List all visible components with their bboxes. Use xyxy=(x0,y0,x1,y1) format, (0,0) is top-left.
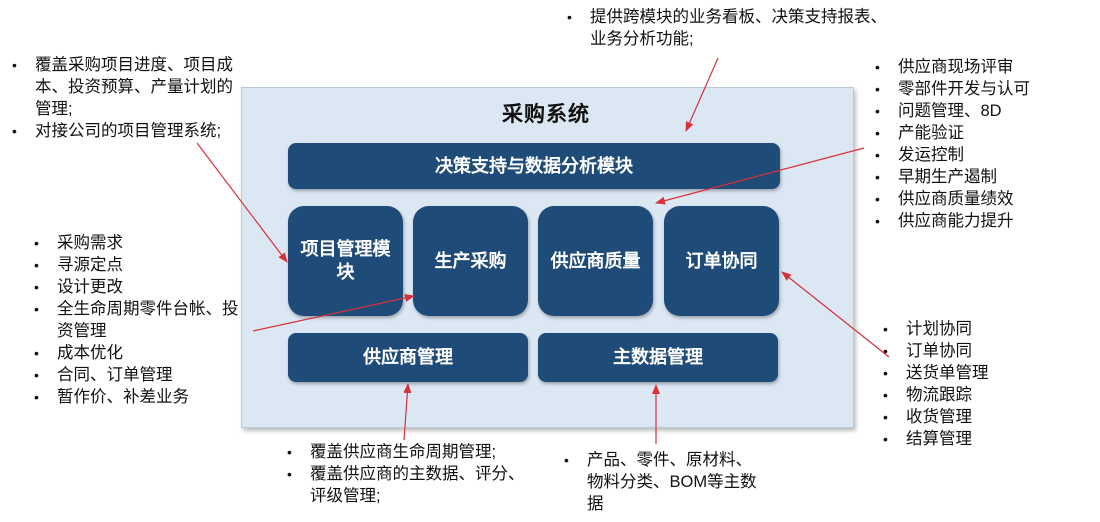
note-item: 覆盖供应商生命周期管理; xyxy=(283,441,533,463)
note-master-data: 产品、零件、原材料、物料分类、BOM等主数据 xyxy=(560,449,760,515)
supplier-management-module: 供应商管理 xyxy=(288,333,528,382)
note-order: 计划协同 订单协同 送货单管理 物流跟踪 收货管理 结算管理 xyxy=(879,318,1039,450)
arrow-to-supplier-management xyxy=(403,383,412,441)
note-item: 送货单管理 xyxy=(879,362,1039,384)
system-title: 采购系统 xyxy=(502,103,590,126)
note-decision: 提供跨模块的业务看板、决策支持报表、业务分析功能; xyxy=(563,6,903,50)
note-item: 物流跟踪 xyxy=(879,384,1039,406)
decision-support-module: 决策支持与数据分析模块 xyxy=(288,143,780,189)
note-item: 产能验证 xyxy=(871,122,1091,144)
arrow-to-order-module xyxy=(781,271,890,358)
note-item: 供应商能力提升 xyxy=(871,210,1091,232)
arrow-to-project-module xyxy=(196,142,288,263)
note-item: 全生命周期零件台帐、投资管理 xyxy=(30,298,245,342)
note-item: 供应商质量绩效 xyxy=(871,188,1091,210)
note-project: 覆盖采购项目进度、项目成本、投资预算、产量计划的管理; 对接公司的项目管理系统; xyxy=(8,54,238,142)
arrow-to-production-module xyxy=(252,294,415,332)
note-quality: 供应商现场评审 零部件开发与认可 问题管理、8D 产能验证 发运控制 早期生产遏… xyxy=(871,56,1091,232)
note-item: 计划协同 xyxy=(879,318,1039,340)
project-management-module: 项目管理模块 xyxy=(288,206,403,316)
note-item: 发运控制 xyxy=(871,144,1091,166)
note-item: 设计更改 xyxy=(30,276,245,298)
note-item: 对接公司的项目管理系统; xyxy=(8,120,238,142)
note-item: 覆盖采购项目进度、项目成本、投资预算、产量计划的管理; xyxy=(8,54,238,120)
note-item: 采购需求 xyxy=(30,232,245,254)
note-item: 成本优化 xyxy=(30,342,245,364)
note-item: 覆盖供应商的主数据、评分、评级管理; xyxy=(283,463,533,507)
note-item: 暂作价、补差业务 xyxy=(30,386,245,408)
note-item: 早期生产遏制 xyxy=(871,166,1091,188)
supplier-quality-module: 供应商质量 xyxy=(538,206,653,316)
arrow-to-quality-module xyxy=(655,147,865,205)
note-production: 采购需求 寻源定点 设计更改 全生命周期零件台帐、投资管理 成本优化 合同、订单… xyxy=(30,232,245,408)
master-data-module: 主数据管理 xyxy=(538,333,778,382)
note-item: 供应商现场评审 xyxy=(871,56,1091,78)
arrow-to-panel-top xyxy=(685,57,719,132)
note-item: 寻源定点 xyxy=(30,254,245,276)
note-item: 合同、订单管理 xyxy=(30,364,245,386)
note-item: 提供跨模块的业务看板、决策支持报表、业务分析功能; xyxy=(563,6,903,50)
order-collaboration-module: 订单协同 xyxy=(664,206,779,316)
note-item: 订单协同 xyxy=(879,340,1039,362)
note-item: 收货管理 xyxy=(879,406,1039,428)
note-item: 零部件开发与认可 xyxy=(871,78,1091,100)
note-item: 产品、零件、原材料、物料分类、BOM等主数据 xyxy=(560,449,760,515)
production-procurement-module: 生产采购 xyxy=(413,206,528,316)
note-item: 结算管理 xyxy=(879,428,1039,450)
note-supplier-management: 覆盖供应商生命周期管理; 覆盖供应商的主数据、评分、评级管理; xyxy=(283,441,533,507)
note-item: 问题管理、8D xyxy=(871,100,1091,122)
